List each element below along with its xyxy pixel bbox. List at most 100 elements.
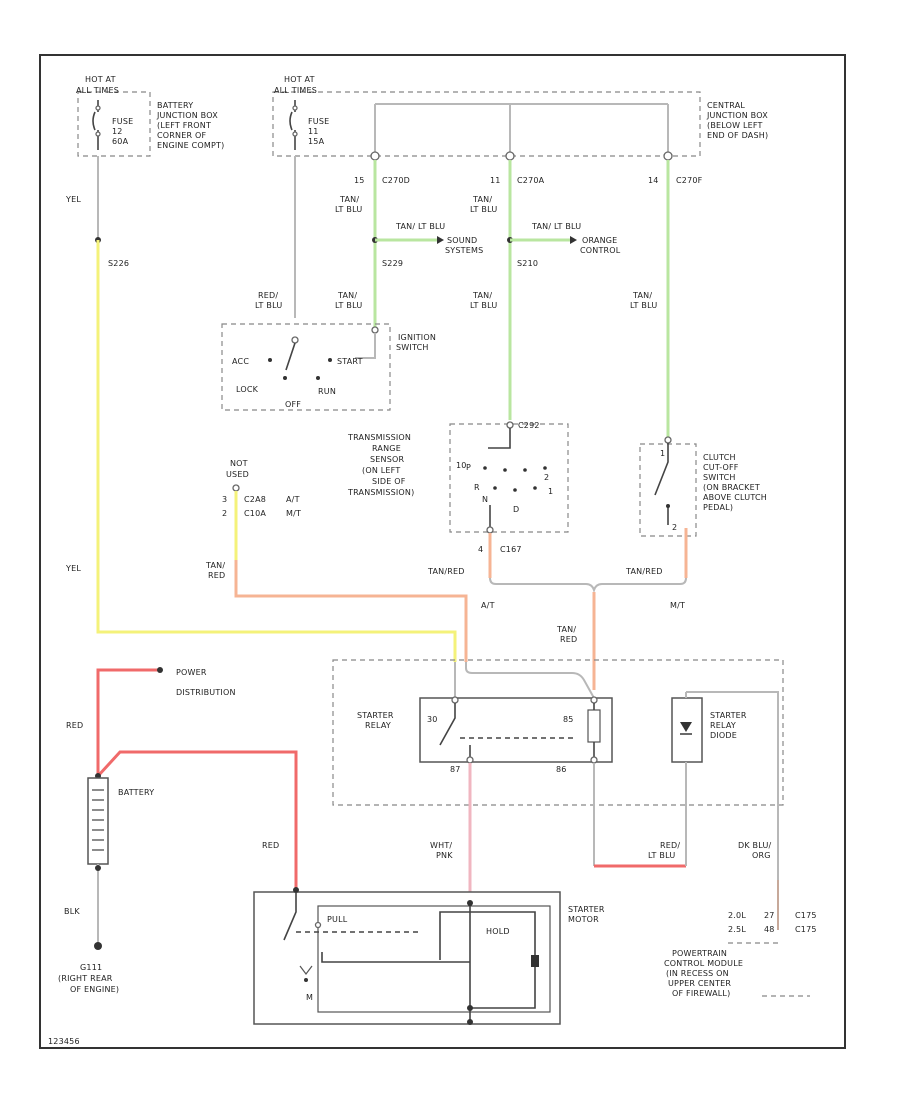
tan-ltblu-3-l2: LT BLU xyxy=(470,205,497,214)
ignition-run: RUN xyxy=(318,387,336,396)
splice-s229: S229 xyxy=(382,259,403,268)
trs-pin-bottom: 4 xyxy=(478,545,483,554)
battery-fuse-number: 12 xyxy=(112,127,123,136)
pcm-title-l2: CONTROL MODULE xyxy=(664,959,743,968)
tan-ltblu-5-l1: TAN/ xyxy=(632,291,652,300)
trs-pos-p: P xyxy=(466,463,471,472)
powertrain-control-module: 2.0L 27 C175 2.5L 48 C175 POWERTRAIN CON… xyxy=(664,911,816,998)
dkblu-org-l1: DK BLU/ xyxy=(738,841,772,850)
battery-junction-box: HOT AT ALL TIMES FUSE 12 60A BATTERY JUN… xyxy=(76,75,224,157)
central-bus-drops xyxy=(374,104,669,155)
central-jbox-line4: END OF DASH) xyxy=(707,131,768,140)
splice-s210: S210 xyxy=(517,259,538,268)
pcm-r2-eng: 2.5L xyxy=(728,925,746,934)
relay-box-outline xyxy=(332,659,784,806)
tan-ltblu-1-l2: LT BLU xyxy=(335,205,362,214)
dest-sound-l2: SYSTEMS xyxy=(445,246,483,255)
c270f-pin: 14 xyxy=(648,176,659,185)
tan-ltblu-4-l1: TAN/ xyxy=(472,291,492,300)
pcm-r1-eng: 2.0L xyxy=(728,911,746,920)
diode-title-l3: DIODE xyxy=(710,731,737,740)
pcm-title-l5: OF FIREWALL) xyxy=(672,989,730,998)
battery-fuse-amps: 60A xyxy=(112,137,129,146)
tan-ltblu-4-l2: LT BLU xyxy=(470,301,497,310)
battery-jbox-line3: (LEFT FRONT xyxy=(157,121,211,130)
pcm-title-l3: (IN RECESS ON xyxy=(666,969,729,978)
pcm-title-l4: UPPER CENTER xyxy=(668,979,731,988)
tan-ltblu-3-l1: TAN/ xyxy=(472,195,492,204)
ignition-acc: ACC xyxy=(232,357,249,366)
central-jbox-line1: CENTRAL xyxy=(707,101,745,110)
starter-pull: PULL xyxy=(327,915,348,924)
at-mt-merge-bracket xyxy=(489,577,687,594)
c270d-pin: 15 xyxy=(354,176,365,185)
wht-pnk-l2: PNK xyxy=(436,851,453,860)
ignition-off: OFF xyxy=(285,400,301,409)
clutch-pin-top: 1 xyxy=(660,449,665,458)
battery-to-starter-wire xyxy=(96,750,298,890)
ignition-switch: IGNITION SWITCH ACC START LOCK RUN OFF xyxy=(221,323,436,411)
dest-orange-l2: CONTROL xyxy=(580,246,621,255)
red-wire-label-1: RED xyxy=(66,721,83,730)
red-wire-label-2: RED xyxy=(262,841,279,850)
trs-title-l1: TRANSMISSION xyxy=(347,433,411,442)
dkblu-org-l2: ORG xyxy=(752,851,771,860)
diode-title-l1: STARTER xyxy=(710,711,747,720)
central-fuse-amps: 15A xyxy=(308,137,325,146)
relay-pin-87: 87 xyxy=(450,765,461,774)
relay-pin-30: 30 xyxy=(427,715,438,724)
central-fuse-hot-line1: HOT AT xyxy=(284,75,315,84)
trans-label-at: A/T xyxy=(481,601,495,610)
red-ltblu-low-l2: LT BLU xyxy=(648,851,675,860)
battery-jbox-line5: ENGINE COMPT) xyxy=(157,141,224,150)
transmission-range-sensor: C292 P R N D 2 1 10 TRANSMISSION RANGE S… xyxy=(347,421,569,534)
wht-pnk-l1: WHT/ xyxy=(430,841,452,850)
starter-title-l2: MOTOR xyxy=(568,915,599,924)
tan-red-left-wire xyxy=(234,560,468,662)
not-used-r2-pin: 2 xyxy=(222,509,227,518)
battery-label: BATTERY xyxy=(118,788,154,797)
starter-relay-title-l1: STARTER xyxy=(357,711,394,720)
power-dest-l1: POWER xyxy=(176,668,207,677)
power-dest-l2: DISTRIBUTION xyxy=(176,688,236,697)
tan-ltblu-5-l2: LT BLU xyxy=(630,301,657,310)
central-connectors: 15 C270D 11 C270A 14 C270F xyxy=(354,151,702,185)
central-jbox-line2: JUNCTION BOX xyxy=(706,111,768,120)
tan-ltblu-sound: TAN/ LT BLU xyxy=(395,222,445,231)
blk-wire-label: BLK xyxy=(64,907,80,916)
c167-label: C167 xyxy=(500,545,522,554)
central-fuse-number: 11 xyxy=(308,127,319,136)
splice-s226: S226 xyxy=(108,259,129,268)
ignition-title-l2: SWITCH xyxy=(396,343,429,352)
diagram-id: 123456 xyxy=(48,1037,80,1046)
trs-pos-1: 1 xyxy=(548,487,553,496)
not-used-r1-pin: 3 xyxy=(222,495,227,504)
central-jbox-line3: (BELOW LEFT xyxy=(707,121,763,130)
not-used-l1: NOT xyxy=(230,459,248,468)
tan-red-2: TAN/RED xyxy=(625,567,663,576)
starter-solenoid-contact xyxy=(283,893,297,941)
trs-pos-2: 2 xyxy=(544,473,549,482)
tan-red-mid-l1: TAN/ xyxy=(556,625,576,634)
diode-to-pcm-wire xyxy=(686,691,779,880)
clutch-title-l2: CUT-OFF xyxy=(703,463,739,472)
pcm-title-l1: POWERTRAIN xyxy=(672,949,727,958)
not-used-l2: USED xyxy=(226,470,249,479)
not-used-r2-conn: C10A xyxy=(244,509,266,518)
trs-title-l3: SENSOR xyxy=(370,455,404,464)
yel-wire-label-top: YEL xyxy=(65,195,81,204)
red-ltblu-ign-l1: RED/ xyxy=(258,291,278,300)
starter-m: M xyxy=(306,993,313,1002)
not-used-connector: NOT USED 3 C2A8 A/T 2 C10A M/T xyxy=(222,459,301,518)
starter-hold: HOLD xyxy=(486,927,510,936)
clutch-title-l4: (ON BRACKET xyxy=(703,483,760,492)
clutch-title-l5: ABOVE CLUTCH xyxy=(703,493,767,502)
c270a-name: C270A xyxy=(517,176,545,185)
starter-relay-diode: STARTER RELAY DIODE xyxy=(671,692,747,780)
central-fuse-label: FUSE xyxy=(308,117,329,126)
dest-orange-l1: ORANGE xyxy=(582,236,617,245)
ignition-contact-arm xyxy=(285,342,296,371)
battery-fuse-label: FUSE xyxy=(112,117,133,126)
